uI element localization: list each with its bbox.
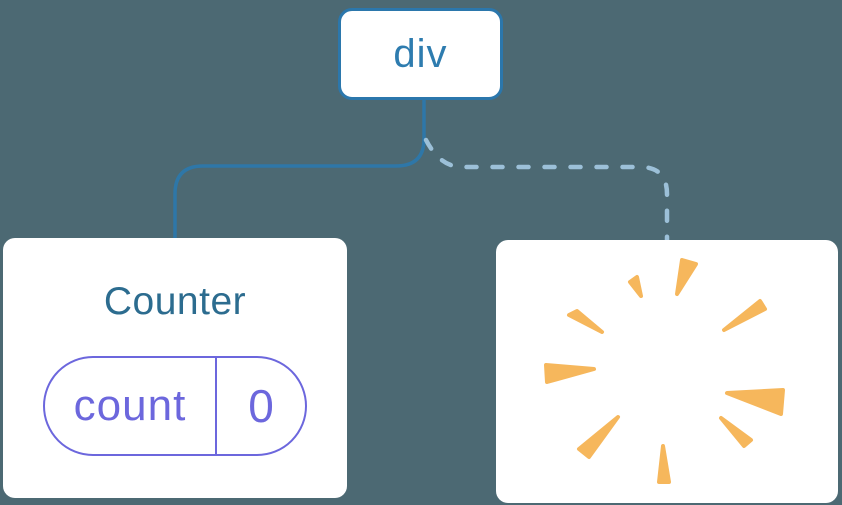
poof-spark (657, 444, 671, 484)
poof-spark (567, 309, 604, 334)
state-key-label: count (45, 358, 217, 454)
state-pill: count 0 (43, 356, 307, 456)
state-value-label: 0 (248, 380, 274, 432)
poof-spark (725, 388, 785, 416)
edge-dashed-line (423, 137, 670, 243)
poof-spark (719, 416, 753, 448)
dom-node-div: div (338, 8, 503, 100)
edge-solid-line (173, 100, 426, 240)
poof-spark (544, 363, 596, 384)
poof-spark (722, 299, 767, 332)
poof-spark (577, 415, 620, 459)
poof-spark (628, 275, 643, 298)
dom-node-div-label: div (393, 31, 448, 76)
counter-component-title: Counter (103, 280, 247, 323)
poof-spark (675, 258, 698, 296)
counter-component-card: Counter count 0 (3, 238, 347, 498)
removed-component-card (496, 240, 838, 503)
poof-burst-icon (544, 258, 785, 484)
